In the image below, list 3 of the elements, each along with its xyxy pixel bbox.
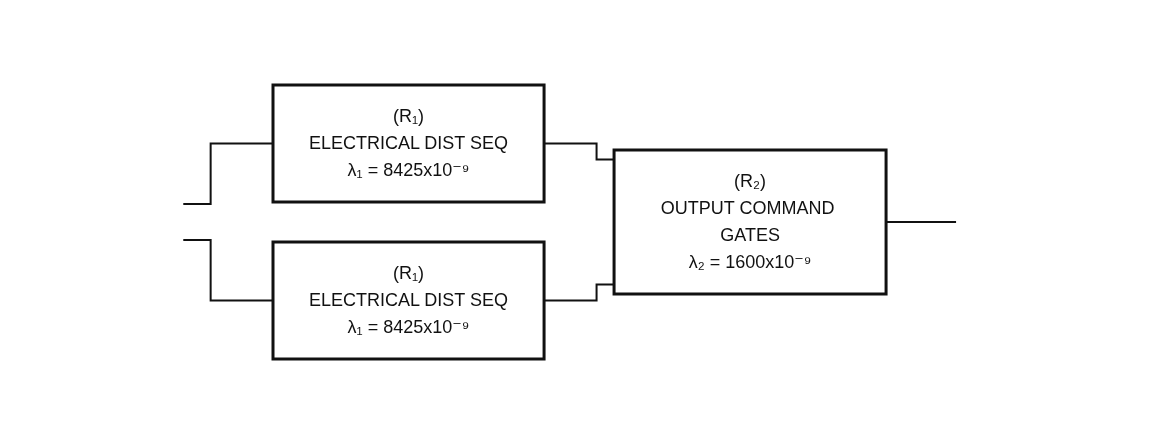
node-box: (R₁) ELECTRICAL DIST SEQ λ₁ = 8425x10⁻⁹ <box>271 240 546 361</box>
node-box: (R₂) OUTPUT COMMAND GATES λ₂ = 1600x10⁻⁹ <box>612 148 888 296</box>
node-box: (R₁) ELECTRICAL DIST SEQ λ₁ = 8425x10⁻⁹ <box>271 83 546 204</box>
